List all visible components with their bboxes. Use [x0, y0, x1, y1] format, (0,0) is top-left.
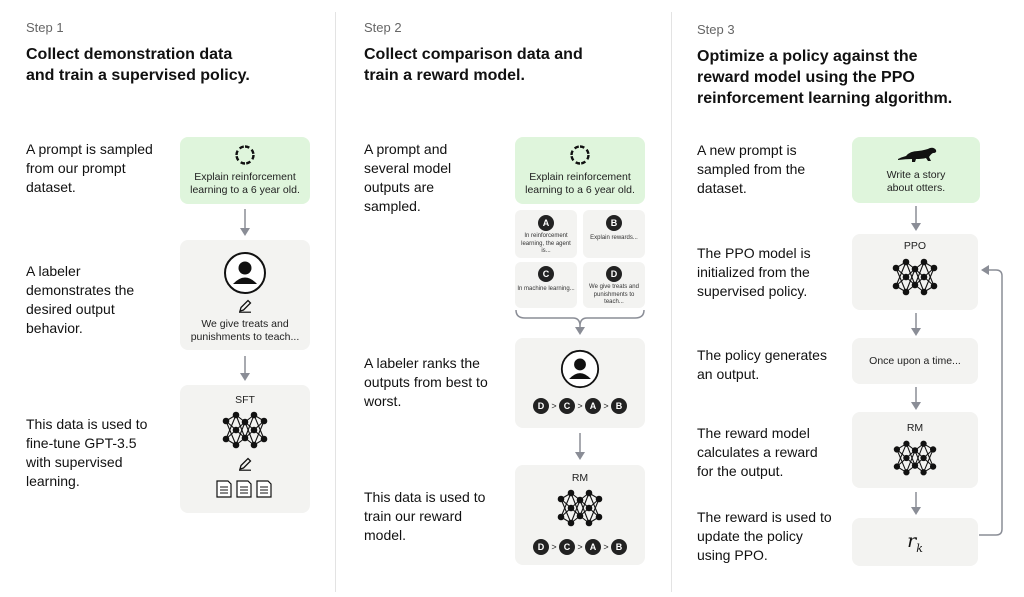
- pencil-icon: [239, 299, 252, 313]
- step2-desc-sample: A prompt and several model outputs are s…: [364, 141, 452, 214]
- reward-symbol: rk: [852, 530, 978, 555]
- step3-rm-label: RM: [906, 422, 924, 434]
- step1-sft-card: SFT: [180, 385, 310, 513]
- output-card-d: D We give treats and punishments to teac…: [583, 262, 645, 308]
- person-icon: [560, 349, 600, 389]
- neural-network-icon: [893, 440, 937, 476]
- arrow-down: [911, 492, 921, 515]
- step1-title: Collect demonstration data and train a s…: [26, 46, 250, 84]
- step3-desc-prompt: A new prompt is sampled from the dataset…: [697, 142, 806, 196]
- document-icon: [216, 480, 272, 498]
- step3-rm-card: RM: [852, 412, 978, 488]
- step2-labeler-card: D>C>A>B: [515, 338, 645, 428]
- step3-output-card: Once upon a time...: [852, 338, 978, 384]
- step3-desc-reward: The reward model calculates a reward for…: [697, 425, 818, 479]
- step2-ranking-rm: D>C>A>B: [515, 539, 645, 555]
- column-divider-1: [335, 12, 336, 592]
- step2-label: Step 2: [364, 20, 402, 35]
- arrow-down: [911, 313, 921, 336]
- sft-label: SFT: [235, 394, 255, 406]
- step1-prompt-text: Explain reinforcement learning to a 6 ye…: [190, 171, 300, 196]
- rank-separator: >: [551, 401, 557, 411]
- step1-desc-prompt: A prompt is sampled from our prompt data…: [26, 141, 153, 195]
- step1-demo-text: We give treats and punishments to teach.…: [190, 318, 300, 343]
- step1-desc-labeler: A labeler demonstrates the desired outpu…: [26, 263, 135, 336]
- arrow-down: [575, 433, 585, 460]
- step1-label: Step 1: [26, 20, 64, 35]
- cycle-icon: [570, 145, 590, 165]
- output-card-b: B Explain rewards...: [583, 210, 645, 258]
- step2-desc-train: This data is used to train our reward mo…: [364, 489, 486, 543]
- rank-badge: C: [559, 398, 575, 414]
- pencil-icon: [239, 457, 252, 471]
- output-card-c: C In machine learning...: [515, 262, 577, 308]
- rank-badge: A: [585, 398, 601, 414]
- step3-desc-generate: The policy generates an output.: [697, 347, 827, 382]
- feedback-loop-arrow: [979, 265, 1003, 536]
- output-text-c: In machine learning...: [517, 286, 575, 292]
- output-text-a: In reinforcement learning, the agent is.…: [521, 233, 571, 254]
- step3-desc-update: The reward is used to update the policy …: [697, 509, 832, 563]
- cycle-icon: [235, 145, 255, 165]
- arrow-down: [240, 356, 250, 381]
- output-badge-c: C: [538, 266, 554, 282]
- rank-separator: >: [551, 542, 557, 552]
- step3-desc-init: The PPO model is initialized from the su…: [697, 245, 811, 299]
- arrow-down: [911, 206, 921, 231]
- step3-title: Optimize a policy against the reward mod…: [697, 48, 953, 107]
- rank-separator: >: [577, 542, 583, 552]
- ppo-label: PPO: [903, 240, 927, 252]
- column-divider-2: [671, 12, 672, 592]
- step2-ranking-labeler: D>C>A>B: [515, 398, 645, 414]
- step1-desc-finetune: This data is used to fine-tune GPT-3.5 w…: [26, 416, 148, 489]
- neural-network-icon: [557, 489, 603, 527]
- output-text-d: We give treats and punishments to teach.…: [589, 284, 639, 305]
- rank-separator: >: [577, 401, 583, 411]
- rank-badge: D: [533, 398, 549, 414]
- step2-prompt-text: Explain reinforcement learning to a 6 ye…: [525, 171, 635, 196]
- rank-separator: >: [603, 542, 609, 552]
- neural-network-icon: [222, 411, 268, 449]
- arrow-down: [240, 209, 250, 236]
- rank-badge: D: [533, 539, 549, 555]
- rank-badge: B: [611, 539, 627, 555]
- step3-prompt-text: Write a story about otters.: [886, 169, 946, 194]
- step1-prompt-card: Explain reinforcement learning to a 6 ye…: [180, 137, 310, 204]
- output-badge-b: B: [606, 215, 622, 231]
- step1-labeler-card: We give treats and punishments to teach.…: [180, 240, 310, 350]
- rank-badge: A: [585, 539, 601, 555]
- step3-ppo-card: PPO: [852, 234, 978, 310]
- step3-prompt-card: Write a story about otters.: [852, 137, 980, 203]
- step2-prompt-card: Explain reinforcement learning to a 6 ye…: [515, 137, 645, 204]
- rm-label: RM: [571, 472, 589, 484]
- output-badge-a: A: [538, 215, 554, 231]
- step3-output-text: Once upon a time...: [869, 355, 961, 367]
- step2-desc-rank: A labeler ranks the outputs from best to…: [364, 355, 488, 409]
- step3-reward-card: rk: [852, 518, 978, 566]
- otter-icon: [898, 147, 937, 162]
- arrow-down: [911, 387, 921, 410]
- step2-rm-card: RM D>C>A>B: [515, 465, 645, 565]
- step3-label: Step 3: [697, 22, 735, 37]
- neural-network-icon: [892, 258, 938, 296]
- reward-r: r: [907, 530, 917, 552]
- reward-k: k: [916, 541, 923, 555]
- rank-separator: >: [603, 401, 609, 411]
- rank-badge: C: [559, 539, 575, 555]
- rank-badge: B: [611, 398, 627, 414]
- brace-connector: [515, 309, 645, 335]
- output-text-b: Explain rewards...: [590, 235, 638, 241]
- person-icon: [224, 252, 266, 294]
- output-card-a: A In reinforcement learning, the agent i…: [515, 210, 577, 258]
- output-badge-d: D: [606, 266, 622, 282]
- step2-title: Collect comparison data and train a rewa…: [364, 46, 583, 84]
